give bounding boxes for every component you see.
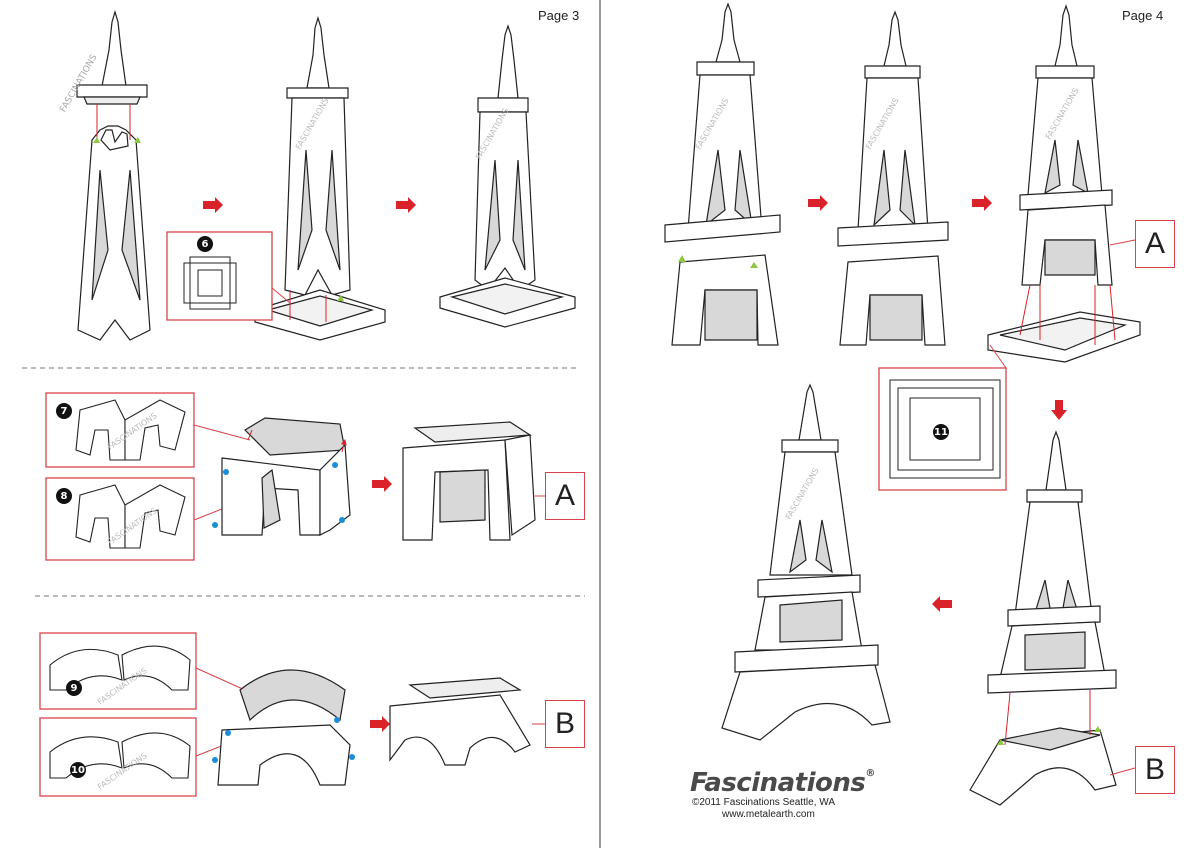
tower-p4-step-2 [837, 10, 949, 346]
red-arrow-right [808, 195, 828, 211]
step-badge-8: 8 [56, 488, 72, 504]
red-arrow-left [932, 596, 952, 612]
registered-mark: ® [865, 768, 875, 779]
tower-p4-step-3 [987, 4, 1141, 363]
red-arrow-right [203, 197, 223, 213]
tower-p4-step-4 [969, 430, 1117, 806]
tower-step-2 [254, 15, 386, 341]
svg-text:FASCINATIONS: FASCINATIONS [58, 53, 99, 115]
section-label-b-page4: B [1135, 746, 1175, 794]
tower-final [721, 383, 891, 741]
section-label-a-page4: A [1135, 220, 1175, 268]
step-badge-10: 10 [70, 762, 86, 778]
step-badge-9: 9 [66, 680, 82, 696]
tower-step-1 [76, 9, 151, 341]
red-arrow-right [372, 476, 392, 492]
red-arrow-down [1051, 400, 1067, 420]
step-badge-6: 6 [197, 236, 213, 252]
page-number-left: Page 3 [538, 8, 580, 23]
step-6-callout [166, 231, 273, 321]
section-label-a: A [545, 472, 585, 520]
leg-assembly-b [217, 669, 351, 786]
brand-name: Fascinations [690, 768, 866, 798]
red-arrow-right [972, 195, 992, 211]
tower-p4-step-1 [664, 2, 781, 346]
leg-assembly-a [221, 417, 351, 536]
red-arrow-right [370, 716, 390, 732]
copyright-text: ©2011 Fascinations Seattle, WA [692, 797, 835, 808]
brand-logo: Fascinations® [690, 768, 875, 798]
leg-assembly-b-done [389, 677, 531, 766]
leg-assembly-a-done [402, 421, 536, 541]
page-number-right: Page 4 [1122, 8, 1164, 23]
red-arrow-right [396, 197, 416, 213]
website-link[interactable]: www.metalearth.com [722, 809, 815, 820]
step-badge-11: 11 [933, 424, 949, 440]
step-badge-7: 7 [56, 403, 72, 419]
section-label-b: B [545, 700, 585, 748]
tower-step-3 [439, 24, 576, 328]
